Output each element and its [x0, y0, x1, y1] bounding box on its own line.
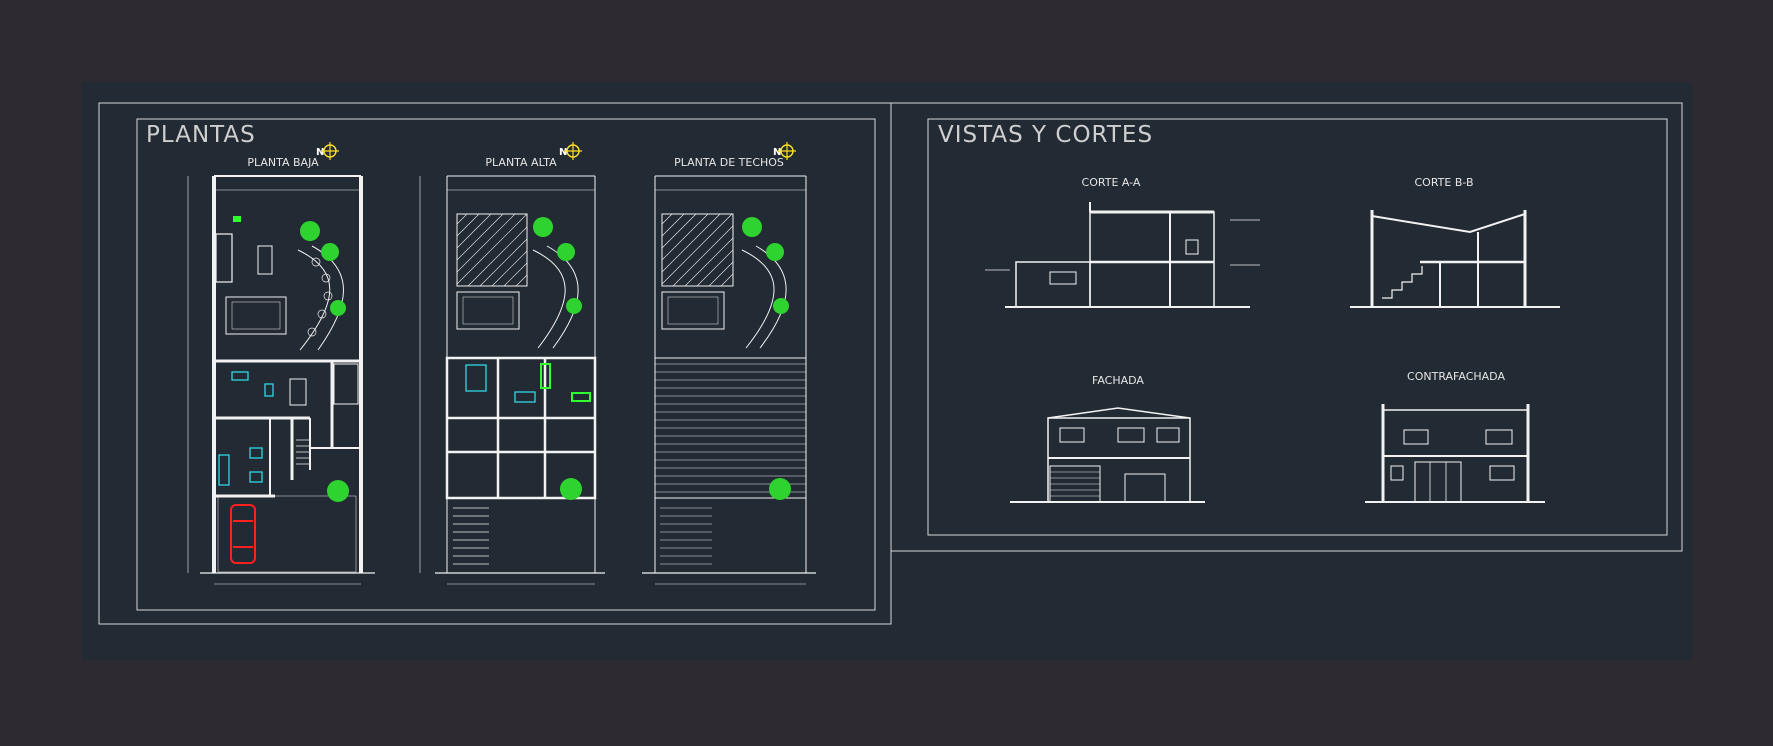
roof-slab-hatch	[655, 363, 806, 493]
fachada-drawing	[1010, 407, 1205, 503]
window	[1485, 429, 1513, 445]
entrance	[1124, 473, 1166, 503]
north-arrow-label: N	[773, 147, 781, 158]
kitchen-counter	[333, 363, 359, 405]
roof-hatch	[456, 213, 528, 287]
window	[1489, 465, 1515, 481]
garden-path	[741, 249, 775, 349]
pool	[462, 296, 514, 325]
roof-hatch-lines	[456, 213, 528, 287]
plantas-sheet-title: PLANTAS	[146, 122, 256, 148]
house-outline	[445, 356, 597, 500]
corte-bb-drawing	[1350, 210, 1560, 308]
pool	[225, 296, 287, 335]
vistas-sheet-title: VISTAS Y CORTES	[938, 122, 1153, 148]
dining-table	[289, 378, 307, 406]
patio-door	[1414, 461, 1462, 503]
stairs	[660, 507, 712, 565]
vistas-outer-frame	[890, 102, 1683, 552]
tree-icon	[300, 221, 349, 502]
window	[1059, 427, 1085, 443]
stairs	[1382, 266, 1423, 299]
stepping-stone	[311, 257, 321, 267]
pool	[661, 291, 725, 330]
planta-alta-drawing	[419, 175, 605, 585]
tree-icon	[742, 217, 791, 500]
window	[1049, 271, 1077, 285]
planta-baja-drawing	[187, 175, 375, 585]
view-title-contrafachada: CONTRAFACHADA	[1407, 370, 1505, 383]
car-icon	[230, 504, 256, 564]
north-arrow-icon: N	[773, 142, 796, 160]
contrafachada-drawing	[1365, 404, 1545, 503]
tree-icon	[533, 217, 582, 500]
roof-slope	[1371, 213, 1526, 234]
corte-aa-drawing	[985, 202, 1260, 308]
garage-door-slats	[1050, 471, 1100, 497]
plantas-inner-frame	[136, 118, 876, 611]
plan-title-planta-techos: PLANTA DE TECHOS	[674, 156, 784, 169]
window	[1403, 429, 1429, 445]
stepping-stone	[321, 273, 331, 283]
plan-title-planta-baja: PLANTA BAJA	[247, 156, 319, 169]
pool	[667, 296, 719, 325]
window	[1390, 465, 1404, 481]
bedroom-furniture	[465, 364, 536, 403]
window	[1185, 239, 1199, 255]
stepping-stone	[317, 309, 327, 319]
stepping-stone	[307, 327, 317, 337]
garden-path	[297, 249, 331, 351]
model-space-area	[82, 82, 1692, 660]
north-arrow-label: N	[559, 147, 567, 158]
stairs	[453, 507, 489, 565]
roof-hatch-lines	[661, 213, 734, 287]
window	[1117, 427, 1145, 443]
roof-hatch	[661, 213, 734, 287]
north-arrow-icon: N	[559, 142, 582, 160]
pool	[231, 301, 281, 330]
view-title-corte-bb: CORTE B-B	[1414, 176, 1473, 189]
planta-techos-drawing	[642, 175, 816, 585]
roof-slope	[1047, 407, 1191, 419]
table	[257, 245, 273, 275]
accent-marker	[233, 216, 241, 222]
view-title-corte-aa: CORTE A-A	[1082, 176, 1141, 189]
stairs	[296, 439, 310, 465]
garage-slab	[217, 495, 357, 573]
stepping-stone	[323, 291, 333, 301]
facade-body	[1047, 417, 1191, 503]
bbq-area	[215, 233, 233, 283]
living-furniture	[218, 371, 274, 486]
bath-fixture	[540, 363, 591, 402]
plan-title-planta-alta: PLANTA ALTA	[485, 156, 557, 169]
view-title-fachada: FACHADA	[1092, 374, 1144, 387]
north-arrow-label: N	[316, 147, 324, 158]
vistas-inner-frame	[927, 118, 1668, 536]
pool	[456, 291, 520, 330]
garden-path	[532, 249, 566, 349]
north-arrow-icon: N	[316, 142, 339, 160]
window	[1156, 427, 1180, 443]
